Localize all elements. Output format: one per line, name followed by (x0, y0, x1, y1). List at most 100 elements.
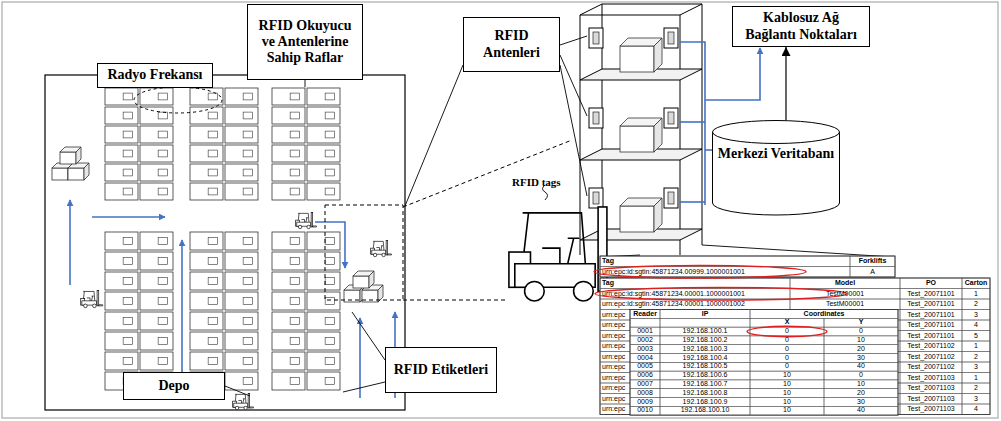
table-grid (630, 310, 660, 319)
table-cell: 40 (824, 362, 898, 371)
table-grid (750, 398, 824, 407)
box-label (243, 257, 252, 264)
seat (301, 219, 304, 222)
box-label (290, 112, 299, 119)
callout-text: Merkezi Veritabanı (718, 146, 834, 162)
table-grid (824, 354, 898, 363)
table-cell: 10 (750, 398, 824, 407)
carton (68, 168, 84, 180)
forks (313, 226, 317, 227)
shelf-box (190, 312, 223, 330)
box-label (243, 237, 252, 244)
shelf-box (307, 332, 340, 350)
table-cell: urn:epc:id:sgtin:45871234.00001.10000010… (600, 299, 790, 310)
table-cell: 3 (962, 362, 990, 373)
shelf-box (105, 352, 138, 370)
box-label (158, 112, 167, 119)
shelf-box (307, 352, 340, 370)
shelf-box (140, 183, 173, 200)
box-label (123, 277, 132, 284)
callout-text: RFID Etiketleri (394, 362, 488, 378)
shelf-box (307, 292, 340, 310)
wheel (84, 304, 88, 308)
rfid-antenna (664, 108, 678, 128)
box-label (158, 237, 167, 244)
table-cell: 40 (824, 406, 898, 415)
flow-arrow (69, 200, 71, 285)
table-cell: 192.168.100.3 (660, 345, 750, 354)
table-cell: 0007 (630, 380, 660, 389)
box-label (325, 131, 334, 138)
mast (311, 212, 313, 227)
table-grid (750, 406, 824, 415)
box-label (123, 112, 132, 119)
table-cell: Test_20071102 (900, 341, 962, 352)
box-label (158, 257, 167, 264)
shelf-box (105, 88, 138, 105)
shelf-box (190, 292, 223, 310)
box-label (243, 188, 252, 195)
shelf-box (225, 272, 258, 290)
shelf-box (190, 145, 223, 162)
table-grid (962, 310, 990, 321)
callout-text: RFID Okuyucu ve Antenlerine Sahip Raflar (252, 18, 358, 66)
table-grid (900, 383, 962, 394)
database-cylinder: Merkezi Veritabanı (712, 120, 840, 215)
box-label (123, 257, 132, 264)
warehouse-outline (45, 75, 405, 410)
callout-box: RFID Antenleri (463, 17, 560, 72)
shelf-box (190, 332, 223, 350)
table-cell: 192.168.100.7 (660, 380, 750, 389)
table-cell: 10 (824, 380, 898, 389)
shelf-box (190, 252, 223, 270)
cylinder-body (713, 132, 840, 215)
box-label (290, 150, 299, 157)
box-label (290, 277, 299, 284)
box-label (123, 188, 132, 195)
shelf-box (190, 126, 223, 143)
shelf-box (307, 252, 340, 270)
shelf-box (225, 312, 258, 330)
box-label (325, 257, 334, 264)
leader-line (343, 382, 385, 392)
shelf-box (140, 164, 173, 181)
table-cell: 0005 (630, 362, 660, 371)
mast (386, 240, 388, 255)
table-grid (824, 380, 898, 389)
table-header: Coordinates (750, 310, 898, 319)
box-label (158, 337, 167, 344)
table-grid (824, 398, 898, 407)
box-label (158, 131, 167, 138)
box-label (243, 93, 252, 100)
table-grid (660, 354, 750, 363)
wire (705, 149, 712, 151)
shelf-box (272, 252, 305, 270)
table-grid (962, 373, 990, 384)
table-cell: 0004 (630, 354, 660, 363)
box-label (325, 93, 334, 100)
table-grid (630, 406, 660, 415)
table-grid (790, 299, 900, 310)
carton-side (654, 38, 662, 72)
table-cell: 0 (824, 371, 898, 380)
flow-arrows (70, 200, 395, 398)
steering (568, 238, 580, 263)
box-label (208, 169, 217, 176)
wheel (382, 253, 385, 256)
box-label (208, 93, 217, 100)
callout-box: Depo (123, 372, 225, 400)
table-grid (962, 352, 990, 363)
table-grid (962, 278, 990, 289)
box-label (158, 150, 167, 157)
table-grid (660, 398, 750, 407)
table-grid (824, 362, 898, 371)
callout-text: Depo (158, 378, 189, 394)
table-header: Carton (962, 278, 990, 289)
flow-arrow (315, 222, 345, 268)
antenna-face (593, 32, 599, 44)
shelf-box (140, 312, 173, 330)
table-cell: 10 (750, 389, 824, 398)
table-cell: 192.168.100.4 (660, 354, 750, 363)
shelf-box (140, 107, 173, 124)
forklift-icon (296, 212, 317, 228)
